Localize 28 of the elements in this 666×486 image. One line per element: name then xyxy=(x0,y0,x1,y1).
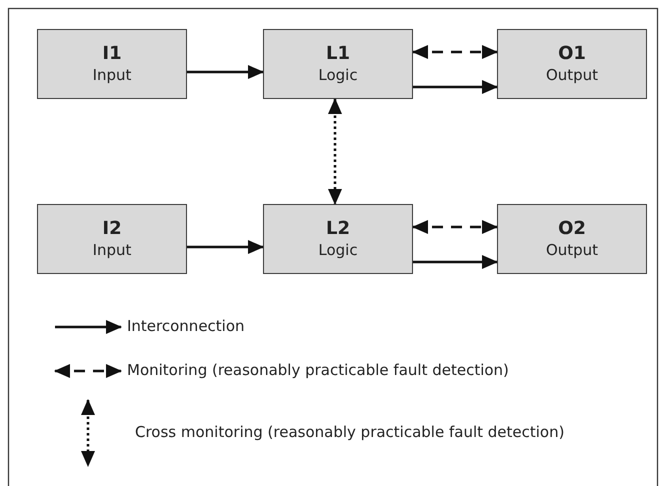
block-box xyxy=(37,29,187,99)
dashed-arrow xyxy=(412,220,498,234)
block-type: Input xyxy=(92,65,132,85)
block-box xyxy=(497,29,647,99)
block-type: Output xyxy=(546,240,598,260)
dashed-arrow xyxy=(412,45,498,59)
arrow xyxy=(187,240,264,254)
block-box xyxy=(263,204,413,274)
block-title: L2 xyxy=(326,218,350,240)
block-box xyxy=(37,204,187,274)
block-type: Logic xyxy=(318,240,358,260)
legend-text: Interconnection xyxy=(127,317,245,335)
legend-text: Cross monitoring (reasonably practicable fault detection) xyxy=(135,423,564,441)
arrow xyxy=(187,65,264,79)
block-title: L1 xyxy=(326,43,350,65)
block-title: I1 xyxy=(102,43,122,65)
block-title: I2 xyxy=(102,218,122,240)
block-box xyxy=(263,29,413,99)
block-type: Logic xyxy=(318,65,358,85)
block-box xyxy=(497,204,647,274)
block-title: O2 xyxy=(558,218,586,240)
legend-text: Monitoring (reasonably practicable fault detection) xyxy=(127,361,509,379)
block-title: O1 xyxy=(558,43,586,65)
block-type: Input xyxy=(92,240,132,260)
block-type: Output xyxy=(546,65,598,85)
arrow xyxy=(413,255,498,269)
arrow xyxy=(413,80,498,94)
dotted-arrow xyxy=(328,98,342,205)
